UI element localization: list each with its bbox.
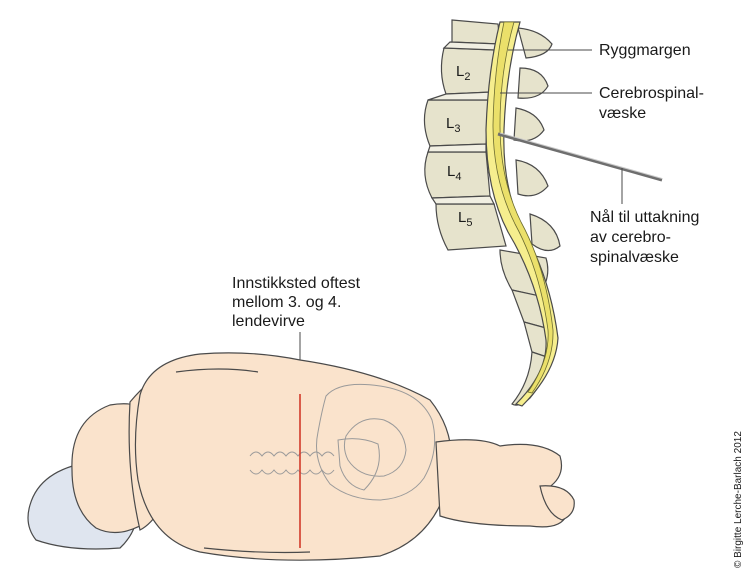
disc [427, 143, 487, 153]
patient-figure [27, 352, 575, 561]
pelvis-skeleton [249, 383, 436, 501]
disc [442, 41, 502, 51]
skin-crease [203, 547, 311, 554]
vertebra-label-l3: L3 [446, 115, 460, 135]
label-needle-line2: av cerebro- [590, 229, 671, 246]
vertebra-top-partial [451, 19, 501, 45]
needle-shaft-highlight [499, 132, 663, 179]
label-needle-line1: Nål til uttakning [590, 208, 699, 226]
spinous-process [517, 67, 549, 99]
label-insertion-line3: lendevirve [232, 313, 305, 330]
spinous-process [529, 213, 561, 252]
spinal-cord [492, 21, 554, 394]
vertebra-label-l5: L5 [458, 209, 472, 229]
pelvis-inner [343, 418, 407, 477]
sacrum-outline [337, 438, 380, 491]
disc [430, 195, 495, 205]
torso [134, 352, 452, 561]
label-needle-line3: spinalvæske [590, 249, 679, 266]
lumbar-column [249, 451, 335, 457]
skin-crease [175, 368, 259, 373]
label-csf-line1: Cerebrospinal- [599, 85, 704, 102]
csf-space [485, 21, 559, 407]
spinous-process [513, 107, 545, 142]
vertebra-label-l2: L2 [456, 63, 470, 83]
vertebra-label-l4: L4 [447, 163, 461, 183]
pelvis-outline [316, 383, 436, 501]
vertebra-body-l5 [435, 203, 507, 251]
foot [539, 485, 575, 521]
label-insertion-line2: mellom 3. og 4. [232, 294, 341, 311]
needle-shaft [497, 132, 663, 182]
copyright-text: © Birgitte Lerche-Barlach 2012 [733, 431, 744, 568]
label-spinal-cord: Ryggmargen [599, 42, 691, 59]
needle [497, 132, 663, 182]
disc [427, 91, 493, 101]
spinous-process [515, 159, 549, 197]
lumbar-column-lower [249, 469, 335, 475]
legs [435, 439, 568, 528]
vertebra-labels: L2 L3 L4 L5 [446, 63, 472, 229]
label-csf-line2: væske [599, 105, 646, 122]
label-insertion-line1: Innstikksted oftest [232, 275, 361, 292]
spinous-process [517, 27, 553, 59]
